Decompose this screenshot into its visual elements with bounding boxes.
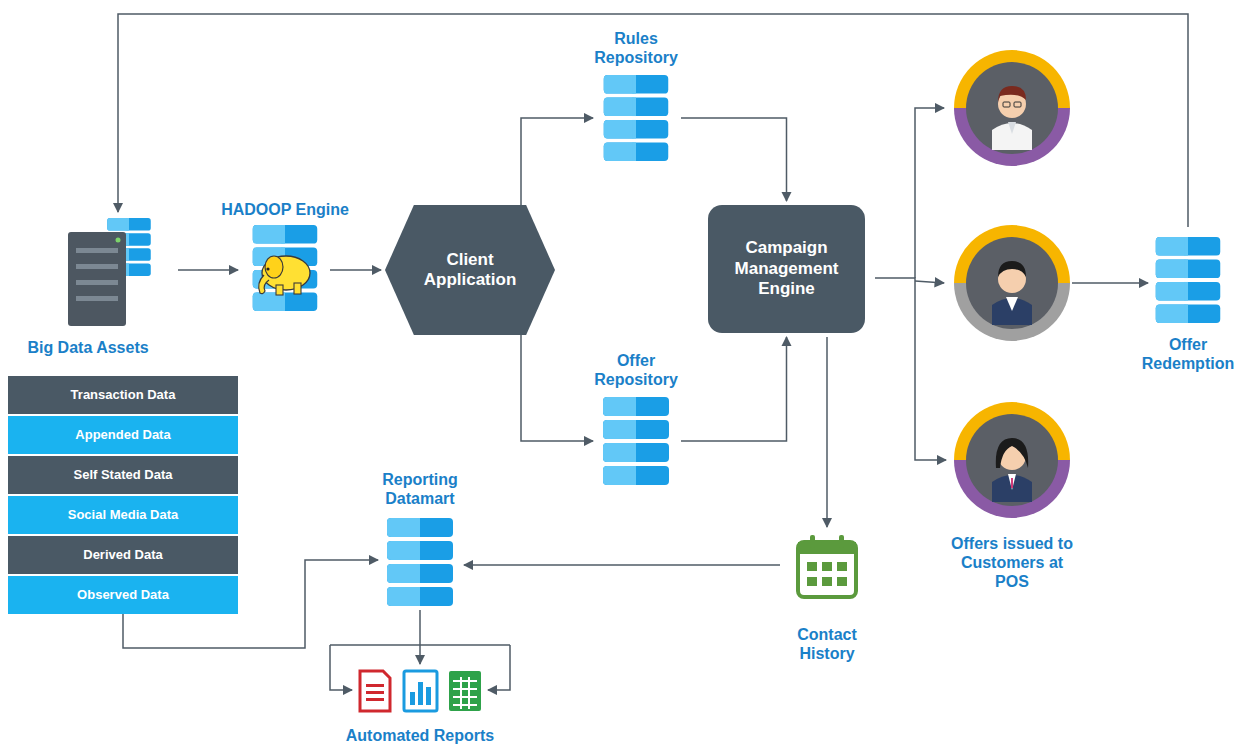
node-label: Contact History bbox=[772, 625, 882, 663]
flow-arrow bbox=[464, 564, 780, 566]
report-icons-outline bbox=[357, 668, 483, 714]
report-icons bbox=[360, 671, 481, 711]
repository-icon bbox=[1156, 237, 1221, 323]
node-label: Offer Repository bbox=[581, 351, 691, 389]
node-label: HADOOP Engine bbox=[205, 200, 365, 219]
hexagon-shape bbox=[385, 205, 555, 335]
repository-icon-outline bbox=[1155, 237, 1221, 323]
datamart-icon: Reporting Datamart bbox=[386, 518, 454, 606]
band-label: Derived Data bbox=[83, 547, 162, 563]
process-hexagon: Client Application bbox=[385, 205, 555, 335]
engine-icon bbox=[253, 225, 318, 311]
node-label: Offer Redemption bbox=[1136, 335, 1240, 373]
repository-icon: Offer Redemption bbox=[1155, 237, 1221, 323]
flow-arrow bbox=[875, 278, 946, 460]
engine-icon: HADOOP Engine bbox=[248, 225, 322, 311]
repository-icon: Offer Repository bbox=[603, 397, 669, 485]
node-label: Rules Repository bbox=[581, 29, 691, 67]
flow-arrow bbox=[419, 610, 421, 664]
calendar-icon: Contact History bbox=[796, 535, 858, 599]
node-label: Reporting Datamart bbox=[365, 470, 475, 508]
flow-arrow bbox=[118, 14, 1188, 227]
band-label: Self Stated Data bbox=[74, 467, 173, 483]
customer-circle bbox=[954, 50, 1070, 166]
flow-arrow bbox=[681, 337, 787, 441]
data-band: Self Stated Data bbox=[8, 456, 238, 494]
data-store-icon: Big Data Assets bbox=[68, 218, 156, 326]
node-label: Automated Reports bbox=[320, 726, 520, 745]
node-label: Big Data Assets bbox=[8, 338, 168, 357]
flow-arrow bbox=[521, 335, 593, 441]
customer-circle: Offers issued to Customers at POS bbox=[954, 402, 1070, 518]
node-label: Client Application bbox=[410, 250, 530, 291]
node-label: Offers issued to Customers at POS bbox=[942, 534, 1082, 592]
repository-icon-outline bbox=[603, 75, 669, 161]
repository-icon: Rules Repository bbox=[603, 75, 669, 161]
data-band: Derived Data bbox=[8, 536, 238, 574]
data-band: Transaction Data bbox=[8, 376, 238, 414]
process-box: Campaign Management Engine bbox=[708, 205, 865, 333]
band-label: Social Media Data bbox=[68, 507, 179, 523]
data-band: Social Media Data bbox=[8, 496, 238, 534]
customer-circle bbox=[954, 225, 1070, 341]
band-label: Transaction Data bbox=[71, 387, 176, 403]
repository-icon bbox=[604, 75, 669, 161]
calendar-icon-outline bbox=[796, 535, 858, 599]
calendar-icon bbox=[798, 535, 856, 597]
data-store-icon bbox=[68, 218, 151, 326]
report-icons: Automated Reports bbox=[357, 668, 483, 714]
data-band: Appended Data bbox=[8, 416, 238, 454]
flow-arrow bbox=[681, 118, 787, 201]
datamart-icon bbox=[387, 518, 453, 606]
band-label: Observed Data bbox=[77, 587, 169, 603]
repository-icon bbox=[603, 397, 669, 485]
flow-arrow bbox=[521, 118, 593, 205]
flow-arrow bbox=[826, 337, 828, 527]
node-label: Campaign Management Engine bbox=[724, 238, 849, 299]
flow-arrow bbox=[330, 269, 381, 271]
branch-lines bbox=[330, 108, 1148, 690]
datamart-icon-outline bbox=[386, 518, 454, 606]
data-band: Observed Data bbox=[8, 576, 238, 614]
repository-icon-outline bbox=[603, 397, 669, 485]
customer-circle bbox=[954, 402, 1070, 518]
customer-circle-outline bbox=[954, 402, 1070, 518]
data-store-icon-outline bbox=[68, 218, 156, 326]
engine-icon-outline bbox=[248, 225, 322, 311]
flow-arrow bbox=[178, 269, 238, 271]
band-label: Appended Data bbox=[75, 427, 170, 443]
